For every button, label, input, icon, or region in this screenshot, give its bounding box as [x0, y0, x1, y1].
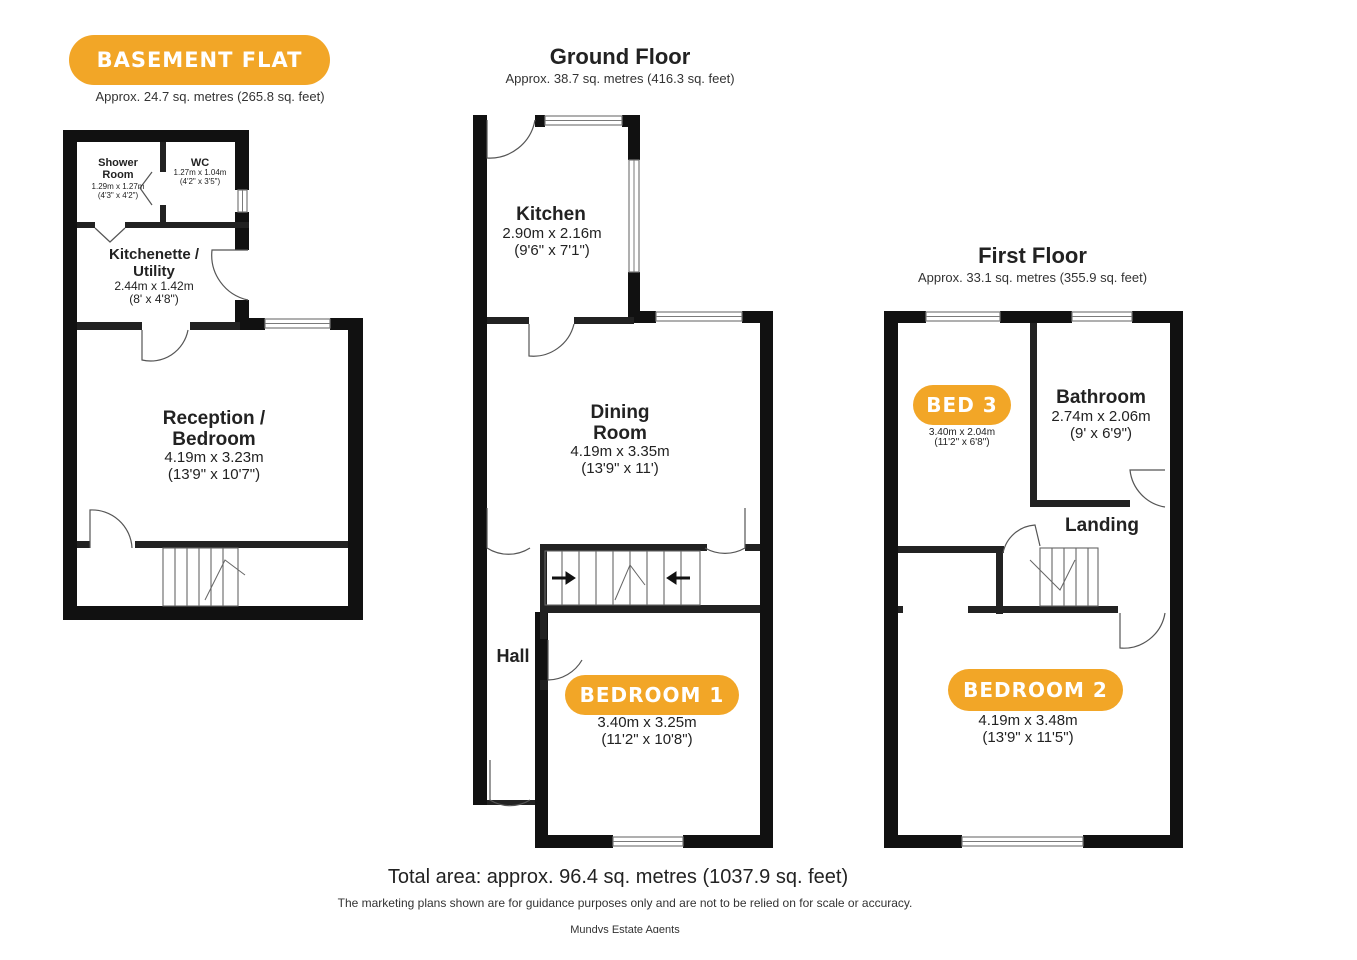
shower-room-dimensions: 1.29m x 1.27m (4'3" x 4'2")	[91, 182, 145, 200]
bedroom-1-dimensions: 3.40m x 3.25m (11'2" x 10'8")	[597, 714, 697, 748]
landing-name: Landing	[1065, 515, 1139, 536]
ground-stairs	[544, 550, 701, 606]
dining-room-dimensions: 4.19m x 3.35m (13'9" x 11')	[570, 443, 670, 477]
hall-name: Hall	[496, 646, 530, 666]
total-area: Total area: approx. 96.4 sq. metres (103…	[387, 866, 849, 888]
bathroom-dimensions: 2.74m x 2.06m (9' x 6'9")	[1051, 408, 1151, 442]
ground-windows	[544, 115, 743, 847]
basement-walls	[63, 130, 363, 620]
reception-bedroom-name: Reception / Bedroom	[162, 408, 266, 450]
first-walls	[884, 311, 1183, 848]
basement-windows	[237, 189, 331, 329]
reception-bedroom-dimensions: 4.19m x 3.23m (13'9" x 10'7")	[164, 449, 264, 483]
first-windows	[925, 311, 1133, 847]
first-floor-area: Approx. 33.1 sq. metres (355.9 sq. feet)	[917, 270, 1148, 285]
bedroom-2-badge: BEDROOM 2	[948, 669, 1123, 711]
ground-walls	[473, 115, 773, 848]
wc-name: WC	[190, 157, 210, 169]
first-floor-title: First Floor	[978, 243, 1087, 268]
bed-3-dimensions: 3.40m x 2.04m (11'2" x 6'8")	[928, 427, 996, 448]
ground-doors	[486, 119, 746, 807]
bedroom-1-badge: BEDROOM 1	[565, 675, 739, 715]
ground-floor-area: Approx. 38.7 sq. metres (416.3 sq. feet)	[505, 71, 735, 86]
basement-doors	[89, 171, 249, 549]
bedroom-2-dimensions: 4.19m x 3.48m (13'9" x 11'5")	[978, 712, 1078, 746]
dining-room-name: Dining Room	[590, 402, 650, 444]
kitchenette-utility-dimensions: 2.44m x 1.42m (8' x 4'8")	[114, 279, 194, 306]
agent-name: Mundys Estate Agents	[570, 924, 680, 933]
first-doors	[1002, 469, 1166, 649]
basement-flat-badge: BASEMENT FLAT	[69, 35, 330, 85]
basement-area: Approx. 24.7 sq. metres (265.8 sq. feet)	[95, 89, 325, 104]
bed-3-badge: BED 3	[913, 385, 1011, 425]
basement-stairs	[162, 547, 246, 607]
kitchen-dimensions: 2.90m x 2.16m (9'6" x 7'1")	[502, 225, 602, 259]
kitchenette-utility-name: Kitchenette / Utility	[108, 246, 199, 280]
ground-floor-title: Ground Floor	[549, 44, 691, 69]
wc-dimensions: 1.27m x 1.04m (4'2" x 3'5")	[173, 168, 227, 186]
bathroom-name: Bathroom	[1056, 387, 1146, 408]
disclaimer: The marketing plans shown are for guidan…	[337, 896, 913, 910]
shower-room-name: Shower Room	[98, 157, 138, 181]
first-stairs	[1029, 547, 1099, 607]
kitchen-name: Kitchen	[516, 204, 586, 225]
